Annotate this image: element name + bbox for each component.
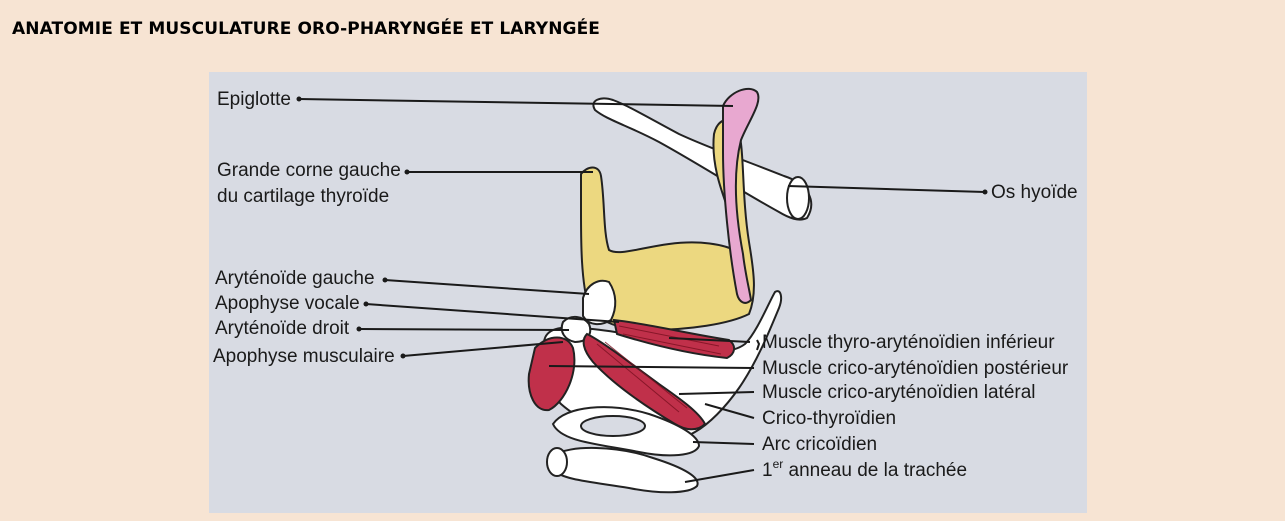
leader-crico-posterieur <box>548 365 755 369</box>
leader-arytenoide-droit <box>358 328 570 331</box>
leader-os-hyoide <box>787 185 986 193</box>
label-trachee-sup: er <box>773 457 784 471</box>
label-os-hyoide: Os hyoïde <box>991 182 1078 203</box>
label-crico-lateral: Muscle crico-aryténoïdien latéral <box>762 382 1036 403</box>
tracheal-ring <box>552 446 699 494</box>
leader-apophyse-musculaire <box>402 341 564 357</box>
arc-cricoidien-inner <box>580 415 646 437</box>
leader-crico-lateral <box>678 391 755 395</box>
page-title: ANATOMIE ET MUSCULATURE ORO-PHARYNGÉE ET… <box>12 19 601 39</box>
muscle-crico-posterieur <box>527 336 576 412</box>
hyoid-bone-end <box>786 176 810 220</box>
label-arytenoide-gauche: Aryténoïde gauche <box>215 268 375 289</box>
leader-apophyse-vocale <box>365 303 620 323</box>
label-apophyse-musculaire: Apophyse musculaire <box>213 346 395 367</box>
larynx-anatomy-figure: Epiglotte Grande corne gauche du cartila… <box>209 72 1087 513</box>
larynx-diagram: Epiglotte Grande corne gauche du cartila… <box>209 72 1087 513</box>
label-trachee-num: 1 <box>762 460 773 481</box>
label-apophyse-vocale: Apophyse vocale <box>215 293 360 314</box>
muscle-fibers <box>596 325 722 413</box>
label-arytenoide-droit: Aryténoïde droit <box>215 318 350 339</box>
leader-epiglotte <box>298 98 734 107</box>
label-grande-corne-line2: du cartilage thyroïde <box>217 186 389 207</box>
leader-arytenoide-gauche <box>384 279 590 295</box>
label-arc-cricoidien: Arc cricoïdien <box>762 434 877 455</box>
label-trachee-rest: anneau de la trachée <box>783 460 967 481</box>
label-crico-thyroidien: Crico-thyroïdien <box>762 408 896 429</box>
label-epiglotte: Epiglotte <box>217 89 291 110</box>
label-trachee: 1er anneau de la trachée <box>762 457 967 481</box>
label-thyro-arytenoidien: Muscle thyro-aryténoïdien inférieur <box>762 332 1055 353</box>
epiglottis <box>722 87 760 304</box>
label-crico-posterieur: Muscle crico-aryténoïdien postérieur <box>762 358 1069 379</box>
arytenoid-gauche <box>582 279 617 326</box>
leader-arc-cricoidien <box>692 441 755 445</box>
leader-thyro-arytenoidien-stub <box>756 339 761 351</box>
leader-thyro-arytenoidien <box>668 337 751 343</box>
leader-crico-thyroidien <box>704 403 755 419</box>
label-grande-corne-line1: Grande corne gauche <box>217 160 401 181</box>
leader-trachee <box>684 469 755 483</box>
tracheal-ring-end <box>546 447 568 477</box>
